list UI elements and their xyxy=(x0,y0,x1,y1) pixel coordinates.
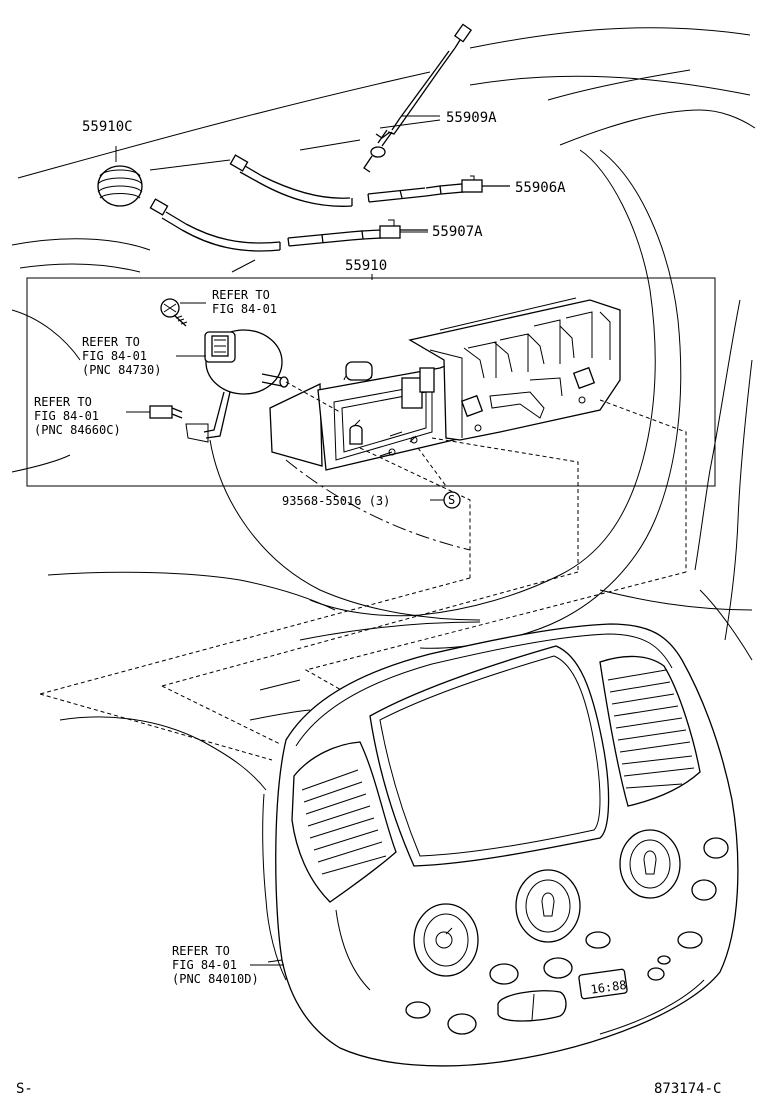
refer-panel-line1: REFER TO xyxy=(172,944,230,958)
callout-55907a: 55907A xyxy=(432,224,483,240)
refer-switch-line2: FIG 84-01 xyxy=(34,409,99,423)
leader-lines xyxy=(371,115,510,280)
callout-screw: 93568-55016 (3) xyxy=(282,494,390,508)
callout-55910: 55910 xyxy=(345,258,387,274)
motor-actuator xyxy=(176,329,289,443)
refer-upper-line1: REFER TO xyxy=(212,288,270,302)
knob-55910c xyxy=(97,146,143,207)
callout-55910c: 55910C xyxy=(82,119,133,135)
footer-left: S- xyxy=(16,1081,33,1097)
screw-mark-icon xyxy=(430,491,461,509)
callout-55909a: 55909A xyxy=(446,110,497,126)
figure-code: 873174-C xyxy=(654,1081,721,1097)
callout-55906a: 55906A xyxy=(515,180,566,196)
cable-55906a xyxy=(229,154,510,207)
clock-display: 16:88 xyxy=(590,978,628,997)
control-unit xyxy=(269,297,621,471)
screw-mark-letter: S xyxy=(448,493,455,507)
refer-motor-line2: FIG 84-01 xyxy=(82,349,147,363)
refer-motor-line1: REFER TO xyxy=(82,335,140,349)
refer-motor-line3: (PNC 84730) xyxy=(82,363,161,377)
refer-panel-line3: (PNC 84010D) xyxy=(172,972,259,986)
switch-part xyxy=(126,405,183,419)
refer-switch-line3: (PNC 84660C) xyxy=(34,423,121,437)
cable-55907a xyxy=(149,198,428,252)
assembly-frame xyxy=(26,277,716,487)
refer-panel-line2: FIG 84-01 xyxy=(172,958,237,972)
refer-upper-line2: FIG 84-01 xyxy=(212,302,277,316)
cable-55909a xyxy=(363,23,473,173)
center-panel xyxy=(262,623,739,1067)
refer-switch-line1: REFER TO xyxy=(34,395,92,409)
screw-icon xyxy=(160,298,206,327)
